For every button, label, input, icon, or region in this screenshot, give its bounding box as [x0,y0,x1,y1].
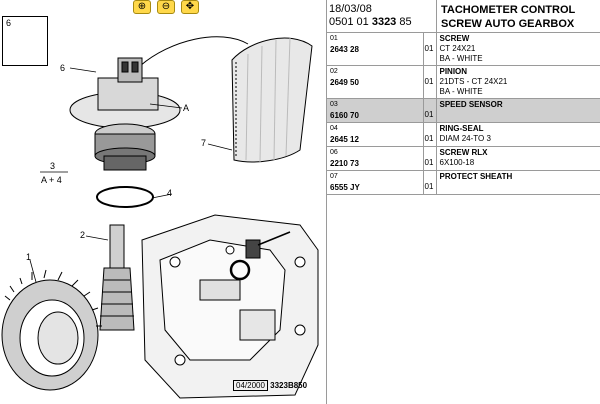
callout-6-box-label: 6 [6,18,12,28]
callout-3: 3 [50,161,56,171]
part-reference[interactable]: 6160 70 [330,111,359,120]
part-reference[interactable]: 6555 JY [330,183,360,192]
zoom-toolbar: ⊕ ⊖ ✥ [133,0,199,14]
parts-header: 18/03/08 0501 01 3323 85 TACHOMETER CONT… [327,0,600,33]
speed-sensor-drawing [69,57,181,171]
part-qty-cell: 01 [423,65,437,99]
ring-seal-drawing [96,186,154,208]
part-index: 04 [330,125,338,132]
part-ref-cell: 04 2645 12 [327,122,424,147]
part-reference[interactable]: 2210 73 [330,159,359,168]
part-index: 07 [330,173,338,180]
gearbox-housing-drawing [141,214,319,399]
part-reference[interactable]: 2643 28 [330,45,359,54]
part-quantity: 01 [424,110,434,119]
exploded-diagram [1,34,319,399]
pinion-drawing [99,224,135,331]
part-name: SCREW [439,34,470,43]
part-qty-cell: 01 [423,98,437,123]
parts-pane: 18/03/08 0501 01 3323 85 TACHOMETER CONT… [326,0,600,404]
part-detail: 6X100-18 [439,158,475,167]
part-index: 02 [330,68,338,75]
part-quantity: 01 [424,182,434,191]
protect-sheath [231,37,313,163]
callout-a: A [183,103,190,113]
part-detail: CT 24X21 [439,44,476,53]
table-row[interactable]: 07 6555 JY 01 PROTECT SHEATH [327,170,600,195]
part-name: RING-SEAL [439,124,484,133]
part-detail: DIAM 24-TO 3 [439,134,491,143]
part-ref-cell: 03 6160 70 [327,98,424,123]
zoom-in-button[interactable]: ⊕ [133,0,151,14]
drawing-pane: ⊕ ⊖ ✥ 6 6 A 7 3 A + 4 4 2 1 04/2000 3323… [1,0,319,399]
part-qty-cell: 01 [423,146,437,171]
part-ref-cell: 06 2210 73 [327,146,424,171]
magnifier-plus-icon: ⊕ [137,1,147,12]
callout-6-thumbnail [2,16,48,66]
zoom-out-button[interactable]: ⊖ [157,0,175,14]
part-index: 03 [330,101,338,108]
drawing-date: 04/2000 [233,380,268,391]
part-index: 06 [330,149,338,156]
pan-magnifier-icon: ✥ [185,1,195,12]
magnifier-minus-icon: ⊖ [161,1,171,12]
part-detail: BA - WHITE [439,54,483,63]
callout-4: 4 [167,188,173,198]
part-ref-cell: 07 6555 JY [327,170,424,195]
header-code: 0501 01 3323 85 [329,16,412,28]
part-reference[interactable]: 2649 50 [330,78,359,87]
part-name: SCREW RLX [439,148,488,157]
part-name: SPEED SENSOR [439,100,503,109]
part-description-cell: SPEED SENSOR [436,98,600,123]
part-quantity: 01 [424,158,434,167]
header-date: 18/03/08 [329,3,372,15]
part-qty-cell: 01 [423,33,437,66]
part-name: PINION [439,67,468,76]
table-row[interactable]: 03 6160 70 01 SPEED SENSOR [327,98,600,123]
part-quantity: 01 [424,44,434,53]
part-description-cell: PROTECT SHEATH [436,170,600,195]
callout-3-formula: A + 4 [41,175,62,185]
assembly-line [139,36,249,67]
part-quantity: 01 [424,77,434,86]
part-index: 01 [330,35,338,42]
drawing-code: 3323B850 [270,381,308,390]
header-title: TACHOMETER CONTROL SCREW AUTO GEARBOX [437,0,600,32]
part-ref-cell: 02 2649 50 [327,65,424,99]
part-qty-cell: 01 [423,170,437,195]
part-quantity: 01 [424,134,434,143]
callout-1: 1 [26,252,32,262]
callout-7: 7 [201,138,207,148]
title-line-2: SCREW AUTO GEARBOX [441,18,575,30]
title-line-1: TACHOMETER CONTROL [441,4,576,16]
header-meta: 18/03/08 0501 01 3323 85 [327,0,437,32]
part-detail: 21DTS - CT 24X21 [439,77,508,86]
pan-button[interactable]: ✥ [181,0,199,14]
callout-2: 2 [80,230,86,240]
part-ref-cell: 01 2643 28 [327,33,424,66]
leader-lines [29,67,233,283]
part-qty-cell: 01 [423,122,437,147]
part-reference[interactable]: 2645 12 [330,135,359,144]
callout-6: 6 [60,63,66,73]
drawing-reference: 04/2000 3323B850 [233,380,308,391]
part-name: PROTECT SHEATH [439,172,513,181]
ring-gear-drawing [1,269,102,391]
part-detail: BA - WHITE [439,87,483,96]
